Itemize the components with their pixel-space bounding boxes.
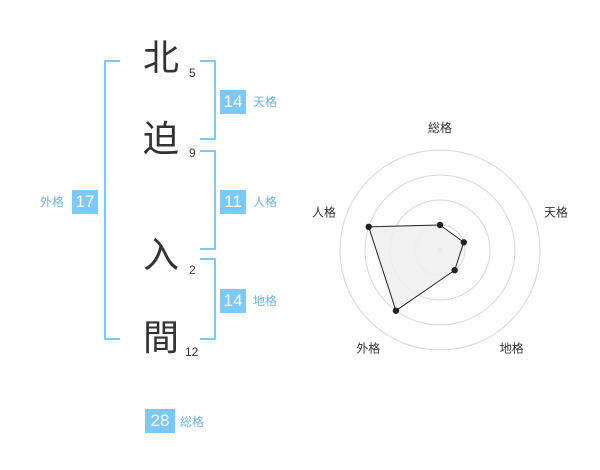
soukaku-label: 総格 <box>180 415 205 429</box>
radar-axis-label-1: 総格 <box>428 120 452 135</box>
stroke-count-2: 9 <box>189 146 196 160</box>
tenkaku-bracket <box>200 60 216 140</box>
radar-ring-3 <box>364 174 516 326</box>
name-char-1: 北 <box>142 38 179 79</box>
chikaku-label: 地格 <box>253 294 278 308</box>
tenkaku-label: 天格 <box>253 95 278 109</box>
soukaku-value-badge: 28 <box>145 409 175 433</box>
radar-axis-label-2: 天格 <box>544 204 568 219</box>
gaikaku-bracket <box>104 60 120 340</box>
name-char-2: 迫 <box>142 119 179 160</box>
radar-point-2 <box>460 239 467 246</box>
jinkaku-bracket <box>200 150 216 250</box>
jinkaku-value-badge: 11 <box>220 190 246 214</box>
tenkaku-value-badge: 14 <box>220 90 246 114</box>
jinkaku-label: 人格 <box>253 195 278 209</box>
radar-axis-label-5: 人格 <box>312 204 336 219</box>
chikaku-value-badge: 14 <box>220 289 246 313</box>
chikaku-bracket <box>200 258 216 340</box>
radar-axis-label-3: 地格 <box>500 341 524 356</box>
radar-point-5 <box>365 223 372 231</box>
name-char-4: 間 <box>142 318 179 359</box>
radar-ring-4 <box>339 149 541 351</box>
radar-series-polygon <box>367 224 465 312</box>
radar-point-4 <box>392 307 400 314</box>
radar-point-1 <box>436 221 444 229</box>
radar-point-3 <box>451 267 458 274</box>
stroke-count-1: 5 <box>189 66 196 80</box>
gaikaku-label: 外格 <box>40 195 65 209</box>
name-char-3: 入 <box>142 235 179 276</box>
stroke-count-4: 12 <box>185 345 199 359</box>
gaikaku-value-badge: 17 <box>72 190 98 214</box>
stroke-count-3: 2 <box>189 263 196 277</box>
radar-axis-label-4: 外格 <box>356 341 380 356</box>
